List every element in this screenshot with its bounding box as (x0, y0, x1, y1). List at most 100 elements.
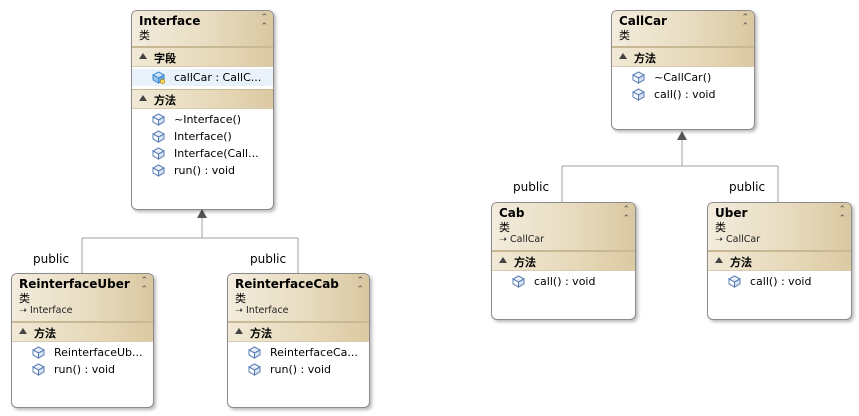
triangle-up-icon[interactable] (139, 95, 147, 101)
section-methods-header[interactable]: 方法 (612, 47, 754, 67)
relation-label-rcab: public (250, 252, 287, 266)
method-cube-icon (152, 164, 165, 177)
member-method[interactable]: run() : void (132, 162, 273, 179)
class-name: ReinterfaceUber (19, 277, 130, 291)
member-method[interactable]: call() : void (708, 273, 851, 290)
class-base: ➝ Interface (19, 305, 146, 317)
method-cube-icon (632, 71, 645, 84)
class-header[interactable]: Cab 类 ➝ CallCar ⌃⌃ (492, 203, 635, 251)
member-method[interactable]: ~Interface() (132, 111, 273, 128)
triangle-up-icon[interactable] (235, 328, 243, 334)
class-cab[interactable]: Cab 类 ➝ CallCar ⌃⌃ 方法 call() : void (491, 202, 636, 320)
class-name: Cab (499, 206, 525, 220)
member-label: Interface(Call... (174, 147, 259, 160)
collapse-icon[interactable]: ⌃⌃ (741, 13, 748, 32)
base-class-name: CallCar (510, 234, 545, 245)
base-class-name: Interface (30, 305, 73, 316)
class-name: ReinterfaceCab (235, 277, 339, 291)
relation-label-ruber: public (33, 252, 70, 266)
field-icon (152, 71, 165, 84)
class-callcar[interactable]: CallCar 类 ⌃⌃ 方法 ~CallCar() call() : void (611, 10, 755, 130)
section-label: 方法 (250, 327, 272, 340)
inherit-arrow-icon: ➝ (235, 305, 243, 316)
method-cube-icon (248, 346, 261, 359)
section-methods-header[interactable]: 方法 (12, 322, 153, 342)
member-field[interactable]: callCar : CallC... (132, 69, 273, 86)
class-header[interactable]: Interface 类 ⌃⌃ (132, 11, 273, 47)
inherit-arrow-icon: ➝ (19, 305, 27, 316)
class-base: ➝ CallCar (715, 234, 844, 246)
base-class-name: CallCar (726, 234, 761, 245)
member-method[interactable]: ReinterfaceUb... (12, 344, 153, 361)
class-kind: 类 (715, 221, 726, 234)
method-cube-icon (152, 130, 165, 143)
class-header[interactable]: ReinterfaceCab 类 ➝ Interface ⌃⌃ (228, 274, 369, 322)
collapse-icon[interactable]: ⌃⌃ (622, 205, 629, 224)
section-methods-header[interactable]: 方法 (492, 251, 635, 271)
class-interface[interactable]: Interface 类 ⌃⌃ 字段 callCar : CallC... 方法 (131, 10, 274, 210)
member-method[interactable]: call() : void (612, 86, 754, 103)
class-name: CallCar (619, 14, 667, 28)
member-method[interactable]: Interface() (132, 128, 273, 145)
section-label: 方法 (730, 256, 752, 269)
class-reinterface-cab[interactable]: ReinterfaceCab 类 ➝ Interface ⌃⌃ 方法 Reint… (227, 273, 370, 408)
inherit-arrow-icon: ➝ (715, 234, 723, 245)
section-methods-header[interactable]: 方法 (132, 89, 273, 109)
member-method[interactable]: ~CallCar() (612, 69, 754, 86)
triangle-up-icon[interactable] (499, 257, 507, 263)
relation-label-cab: public (513, 180, 550, 194)
collapse-icon[interactable]: ⌃⌃ (140, 276, 147, 295)
member-label: call() : void (534, 275, 596, 288)
method-cube-icon (152, 147, 165, 160)
class-header[interactable]: CallCar 类 ⌃⌃ (612, 11, 754, 47)
section-label: 字段 (154, 52, 176, 65)
class-kind: 类 (499, 221, 510, 234)
method-cube-icon (728, 275, 741, 288)
class-base: ➝ CallCar (499, 234, 628, 246)
collapse-icon[interactable]: ⌃⌃ (260, 13, 267, 32)
member-label: ~Interface() (174, 113, 242, 126)
class-header[interactable]: Uber 类 ➝ CallCar ⌃⌃ (708, 203, 851, 251)
triangle-up-icon[interactable] (619, 53, 627, 59)
base-class-name: Interface (246, 305, 289, 316)
class-kind: 类 (619, 29, 630, 42)
member-label: call() : void (654, 88, 716, 101)
generalization-arrowhead-interface (197, 209, 207, 218)
member-method[interactable]: call() : void (492, 273, 635, 290)
member-label: call() : void (750, 275, 812, 288)
class-kind: 类 (235, 292, 246, 305)
class-uber[interactable]: Uber 类 ➝ CallCar ⌃⌃ 方法 call() : void (707, 202, 852, 320)
triangle-up-icon[interactable] (19, 328, 27, 334)
class-kind: 类 (19, 292, 30, 305)
triangle-up-icon[interactable] (139, 53, 147, 59)
section-label: 方法 (154, 94, 176, 107)
method-cube-icon (632, 88, 645, 101)
collapse-icon[interactable]: ⌃⌃ (838, 205, 845, 224)
member-method[interactable]: run() : void (12, 361, 153, 378)
class-header[interactable]: ReinterfaceUber 类 ➝ Interface ⌃⌃ (12, 274, 153, 322)
member-label: run() : void (174, 164, 236, 177)
member-method[interactable]: ReinterfaceCa... (228, 344, 369, 361)
class-kind: 类 (139, 29, 150, 42)
member-label: run() : void (270, 363, 332, 376)
class-base: ➝ Interface (235, 305, 362, 317)
member-method[interactable]: run() : void (228, 361, 369, 378)
method-cube-icon (32, 346, 45, 359)
method-cube-icon (152, 113, 165, 126)
class-name: Interface (139, 14, 201, 28)
inherit-arrow-icon: ➝ (499, 234, 507, 245)
section-fields-header[interactable]: 字段 (132, 47, 273, 67)
member-method[interactable]: Interface(Call... (132, 145, 273, 162)
section-methods-header[interactable]: 方法 (228, 322, 369, 342)
method-cube-icon (248, 363, 261, 376)
class-name: Uber (715, 206, 748, 220)
member-label: ReinterfaceUb... (54, 346, 143, 359)
member-label: run() : void (54, 363, 116, 376)
method-cube-icon (32, 363, 45, 376)
triangle-up-icon[interactable] (715, 257, 723, 263)
class-reinterface-uber[interactable]: ReinterfaceUber 类 ➝ Interface ⌃⌃ 方法 Rein… (11, 273, 154, 408)
member-label: Interface() (174, 130, 232, 143)
section-label: 方法 (34, 327, 56, 340)
collapse-icon[interactable]: ⌃⌃ (356, 276, 363, 295)
section-methods-header[interactable]: 方法 (708, 251, 851, 271)
